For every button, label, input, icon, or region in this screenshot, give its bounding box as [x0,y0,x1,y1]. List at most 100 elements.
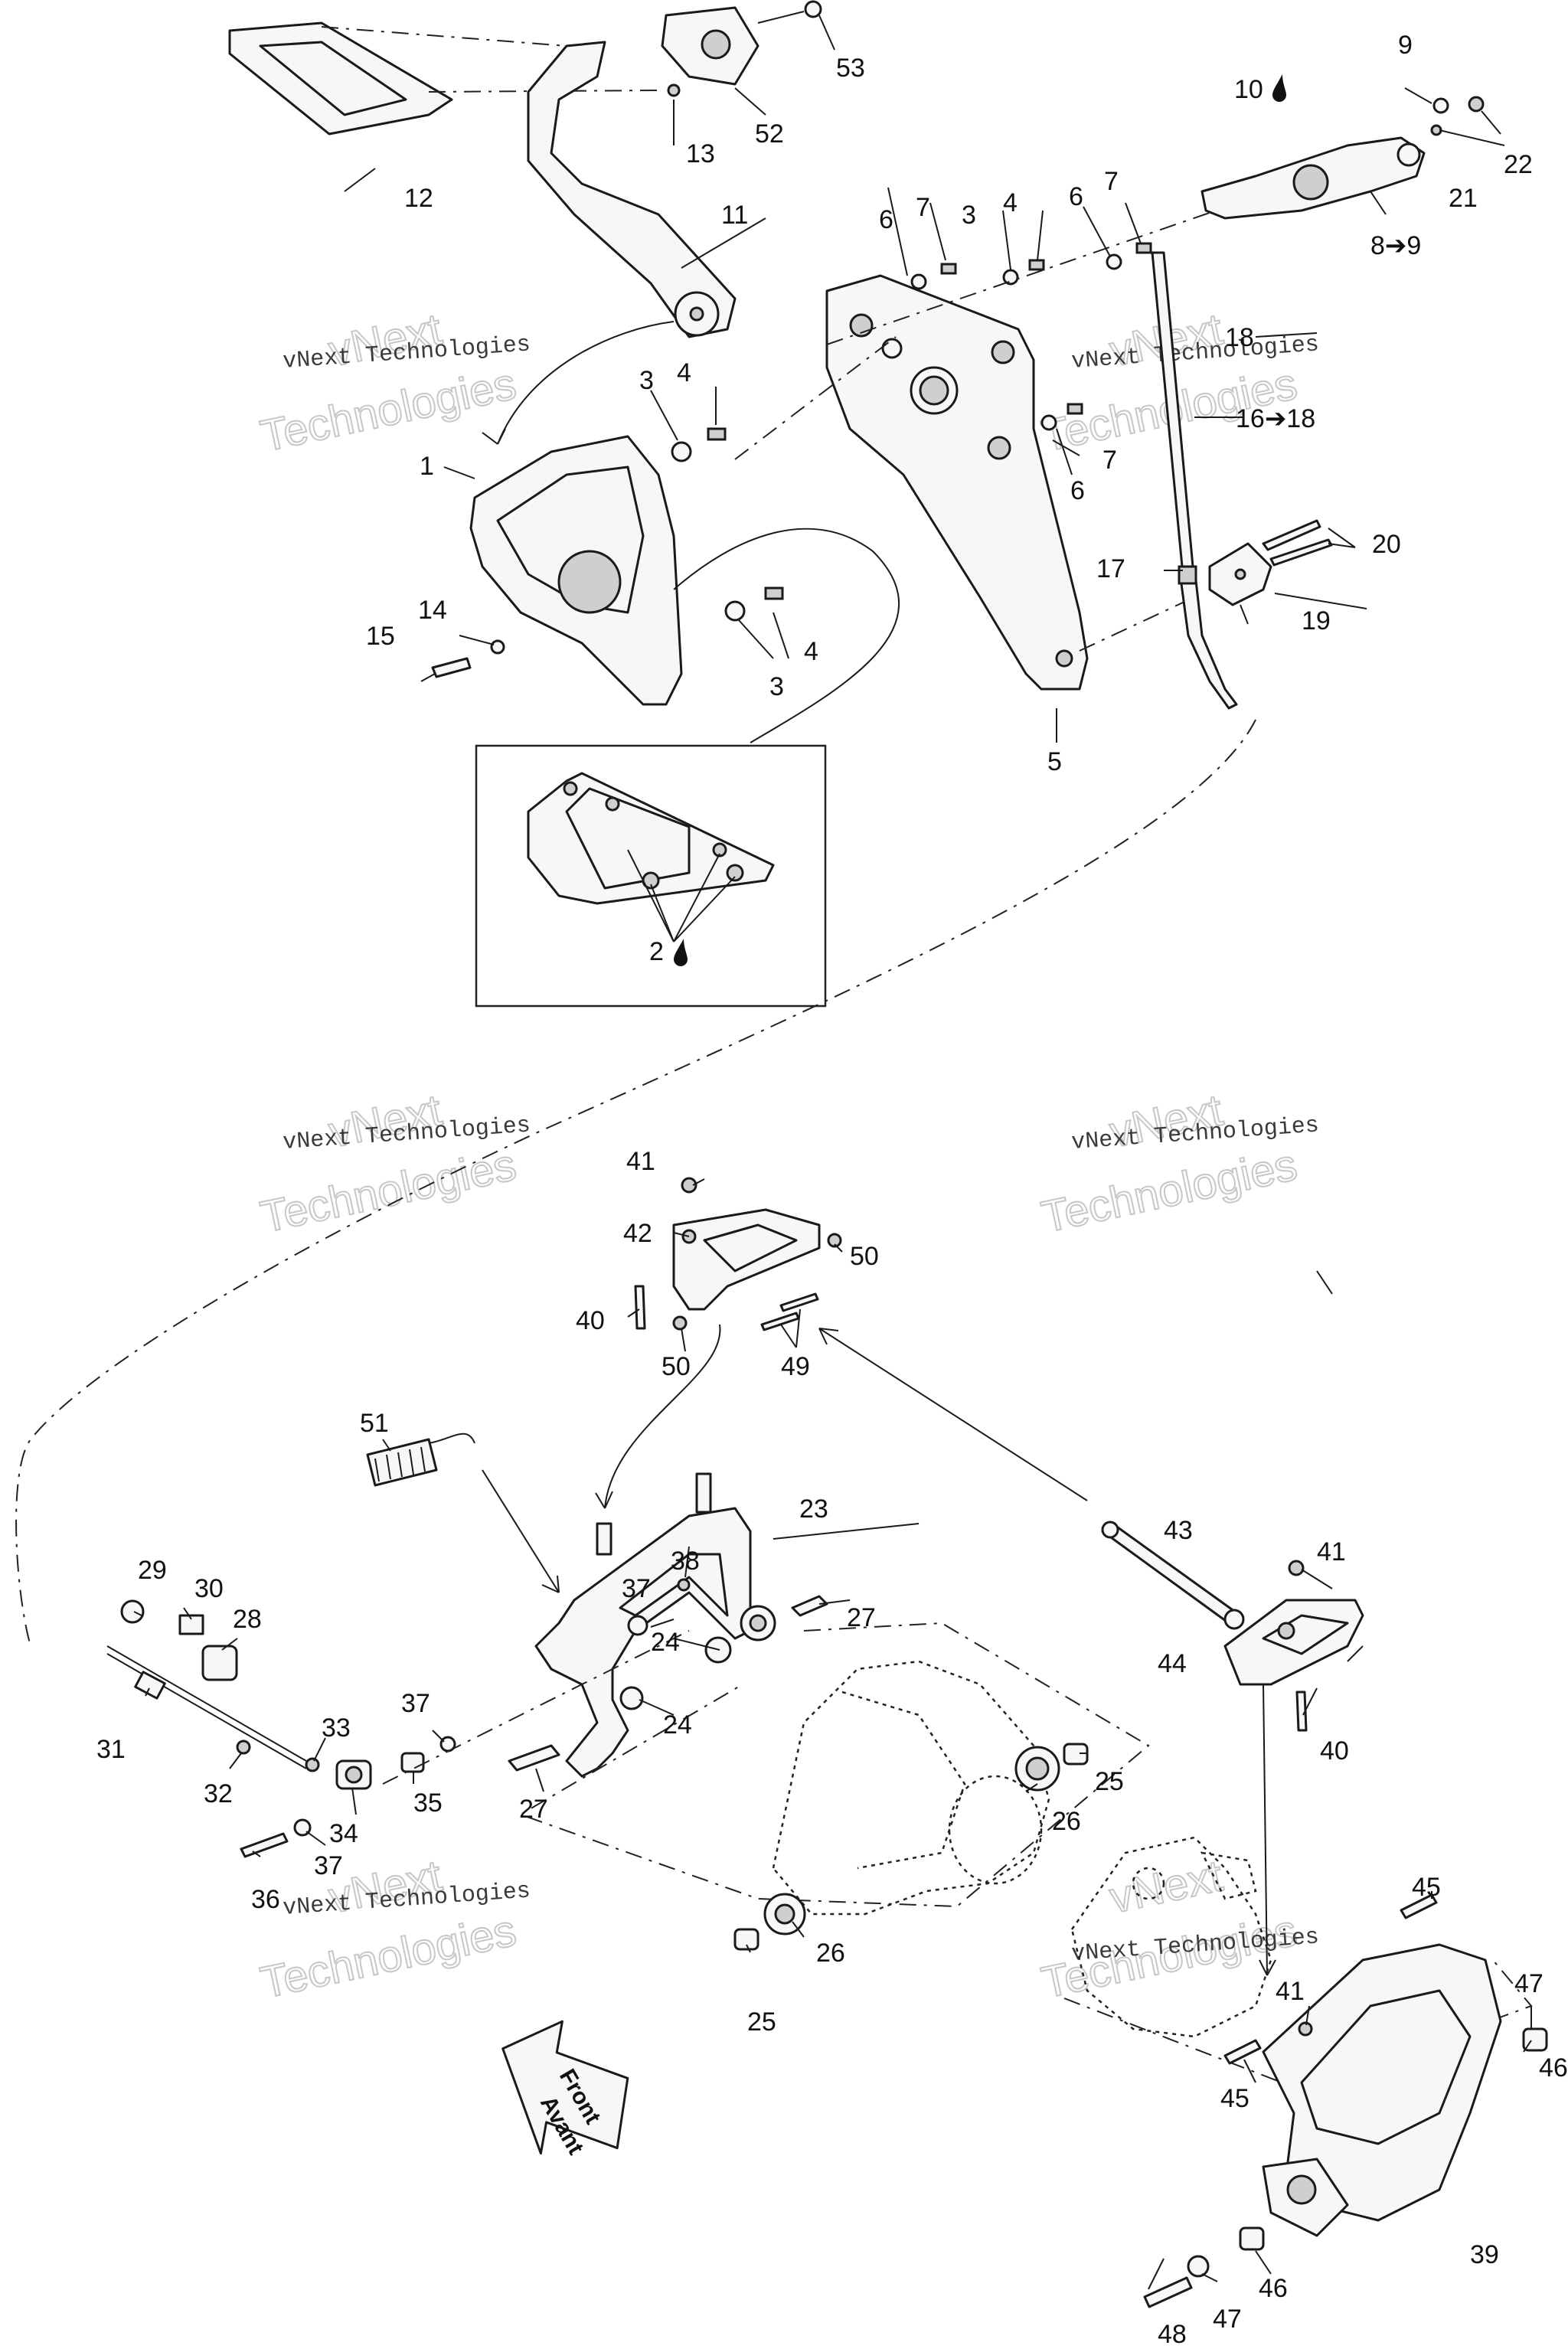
bushing-24-lower [619,1686,644,1710]
cable-sleeve-31 [134,1671,166,1700]
nut-41-lower [1298,2021,1313,2037]
callout-49: 49 [781,1352,810,1381]
bolt-27-left [508,1744,560,1772]
callout-19: 19 [1302,606,1331,635]
bushing-46-upper [1522,2027,1548,2052]
callout-6b: 6 [1069,182,1083,211]
cable-end-34 [335,1759,372,1790]
callout-4b: 4 [804,637,818,666]
callout-labels: 1 2 3 3 3 4 4 4 5 6 6 6 7 7 7 8➔9 9 10 1… [96,31,1568,2349]
spacer-25-lower [733,1928,760,1951]
callout-52: 52 [755,119,784,149]
lower-mount-bracket-44 [1223,1599,1364,1686]
callout-41b: 41 [1317,1537,1346,1566]
bolt-27-right [791,1595,828,1617]
bolt-4-top [1028,259,1045,271]
callout-30: 30 [194,1574,224,1603]
washer-3-heel [671,441,692,462]
heel-guard [469,435,683,706]
bolt-53 [804,0,822,18]
callout-6c: 6 [1070,476,1085,505]
pin-49b [779,1292,819,1312]
callout-25b: 25 [747,2007,776,2037]
bolt-4-lower [764,586,784,600]
bolt-7-mid [1067,403,1083,415]
callout-28: 28 [233,1605,262,1634]
nut-38 [677,1578,691,1592]
callout-40b: 40 [1320,1736,1349,1766]
pedal-support-plate [825,274,1089,691]
washer-47 [1187,2255,1210,2278]
cable-guide-line [382,1630,690,1785]
callout-23: 23 [799,1494,828,1524]
callout-32: 32 [204,1779,233,1808]
bolt-45-lower [1223,2039,1262,2065]
callout-1: 1 [420,452,434,481]
callout-18: 18 [1225,323,1254,352]
callout-53: 53 [836,54,865,83]
brake-lever-8 [1200,136,1426,220]
callout-31: 31 [96,1735,126,1764]
callout-39: 39 [1470,2240,1499,2269]
callout-2: 2 [649,937,664,966]
callout-36: 36 [251,1885,280,1914]
callout-41c: 41 [1276,1977,1305,2006]
brake-pedal-arm [527,41,737,338]
oil-drop-icon [674,939,688,966]
watermark-top-left: vNext Technologies [256,303,521,462]
callout-15: 15 [366,622,395,651]
callout-48: 48 [1158,2320,1187,2349]
watermark-mid-right: vNext Technologies [1037,1084,1302,1243]
return-spring-51 [366,1432,475,1487]
callout-51: 51 [360,1409,389,1438]
callout-27a: 27 [847,1603,876,1632]
upper-mount-bracket-42 [672,1208,821,1311]
callout-12: 12 [404,184,433,213]
washer-14 [490,639,505,655]
callout-3a: 3 [639,366,654,395]
nut-41-top [681,1177,697,1194]
bolt-20b [1269,538,1333,567]
jet-pump-housing-39 [1262,1943,1502,2237]
callout-47a: 47 [1514,1969,1544,1998]
watermark-mid-left: vNext Technologies [256,1084,521,1243]
callout-24b: 24 [663,1710,692,1740]
callout-33: 33 [322,1713,351,1743]
callout-26b: 26 [816,1939,845,1968]
callout-7c: 7 [1102,446,1117,475]
brake-rod-16 [1151,251,1238,710]
callout-16: 16➔18 [1236,404,1315,433]
callout-45a: 45 [1412,1873,1441,1902]
pin-49a [760,1312,800,1331]
washer-9 [1432,97,1449,114]
callout-11: 11 [721,201,748,230]
bolt-40-top [634,1285,646,1330]
callout-4c: 4 [1003,188,1018,217]
bolt-45-upper [1400,1893,1438,1919]
callout-22: 22 [1504,150,1533,179]
callout-20: 20 [1372,530,1401,559]
nut-22 [1468,96,1485,113]
callout-41a: 41 [626,1147,655,1176]
callout-13: 13 [686,139,715,168]
nut-41-right [1288,1560,1305,1576]
svg-text:vNext: vNext [1106,1851,1227,1922]
callout-46a: 46 [1539,2053,1568,2082]
oil-drop-icon [1272,74,1286,102]
callout-50b: 50 [662,1352,691,1381]
callout-37b: 37 [622,1574,651,1603]
screw-15 [431,657,472,678]
inset-detail-box [475,744,827,1008]
callout-17: 17 [1096,554,1125,583]
watermark-bottom-left: vNext Technologies [256,1850,521,2008]
gear-housing-outline [772,1660,1050,1916]
bushing-46-lower [1239,2226,1265,2251]
callout-3c: 3 [962,201,976,230]
callout-29: 29 [138,1556,167,1585]
spacer-35 [400,1752,425,1773]
bolt-7-left [940,263,957,275]
rod-bracket-19 [1208,542,1272,606]
pad-mount-line-1 [321,26,567,47]
bolt-36 [240,1832,289,1858]
callout-37c: 37 [314,1851,343,1880]
